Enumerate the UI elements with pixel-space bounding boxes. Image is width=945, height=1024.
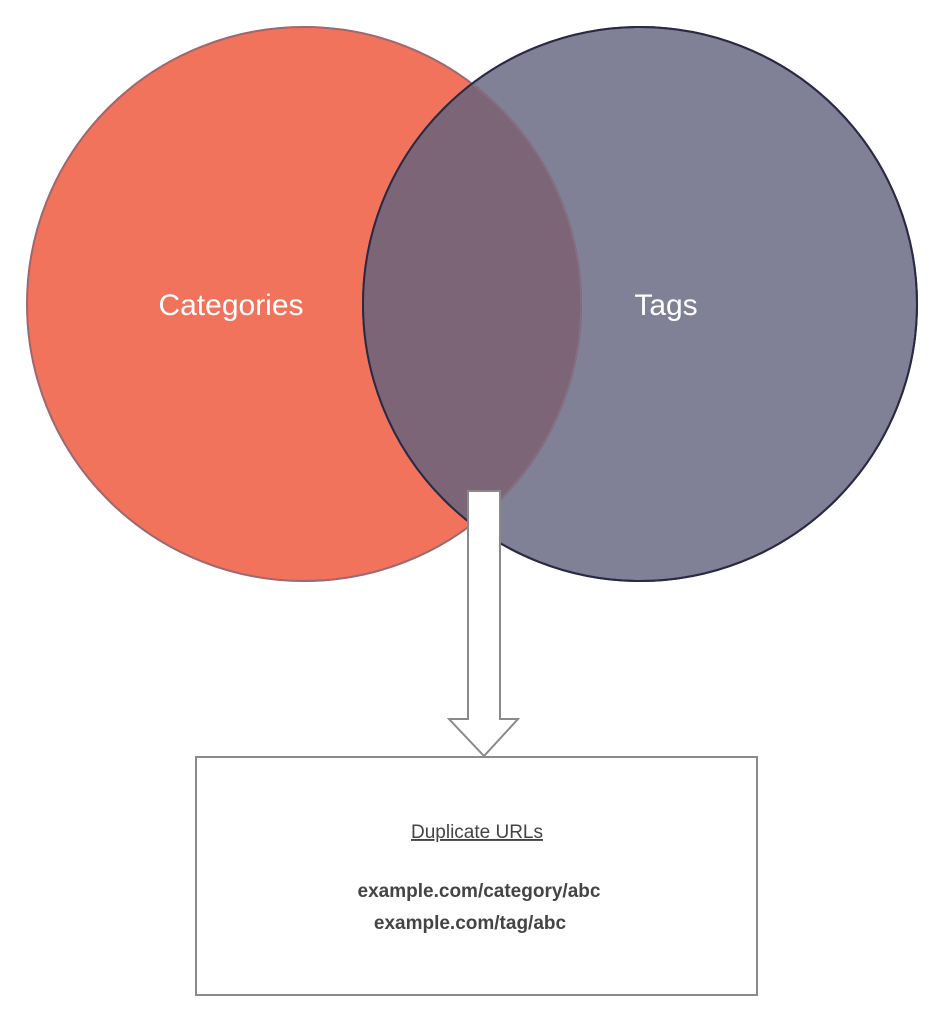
categories-label: Categories	[158, 289, 303, 322]
overlap-region	[363, 27, 581, 581]
down-arrow-icon	[446, 490, 521, 758]
duplicate-url-item: example.com/category/abc	[358, 881, 601, 902]
duplicate-url-item: example.com/tag/abc	[374, 913, 567, 934]
tags-label: Tags	[634, 289, 697, 322]
duplicate-urls-box	[195, 756, 758, 996]
duplicate-urls-title: Duplicate URLs	[411, 822, 543, 843]
tags-circle-edge	[362, 26, 918, 582]
overlap-edge	[26, 26, 582, 582]
